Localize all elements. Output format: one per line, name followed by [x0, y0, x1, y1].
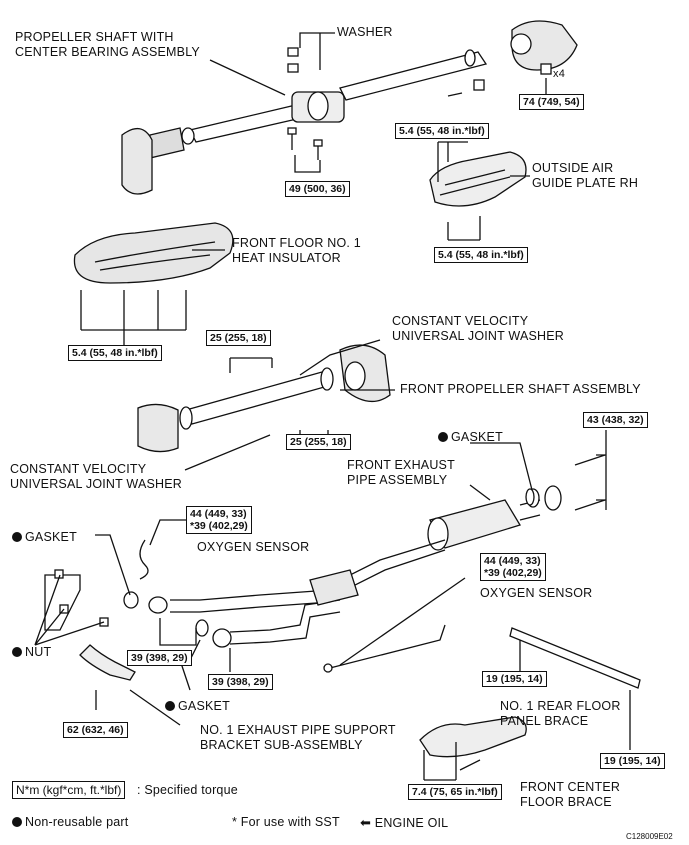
torque-44-left: 44 (449, 33) *39 (402,29): [186, 506, 252, 534]
label-x4: x4: [553, 68, 566, 80]
label-gasket-left: GASKET: [12, 530, 77, 545]
legend-engine-oil: ⬅ ENGINE OIL: [360, 815, 448, 831]
torque-44-right: 44 (449, 33) *39 (402,29): [480, 553, 546, 581]
label-text: GASKET: [178, 699, 230, 713]
front-center-brace-drawing: [419, 716, 527, 758]
label-line: UNIVERSAL JOINT WASHER: [10, 477, 183, 491]
torque-74: 74 (749, 54): [519, 94, 584, 110]
torque-line: 44 (449, 33): [190, 508, 247, 520]
torque-43: 43 (438, 32): [583, 412, 648, 428]
legend-sst: * For use with SST: [232, 815, 340, 829]
non-reusable-dot-icon: [12, 817, 22, 827]
label-line: UNIVERSAL JOINT WASHER: [392, 329, 565, 343]
torque-5-4-guide-bottom: 5.4 (55, 48 in.*lbf): [434, 247, 528, 263]
label-nut: NUT: [12, 645, 51, 660]
torque-25-bottom: 25 (255, 18): [286, 434, 351, 450]
label-line: CONSTANT VELOCITY: [392, 314, 529, 328]
propeller-shaft-drawing: [121, 20, 578, 195]
torque-line: *39 (402,29): [190, 520, 248, 532]
torque-39-left: 39 (398, 29): [127, 650, 192, 666]
label-rear-floor-brace: NO. 1 REAR FLOOR PANEL BRACE: [500, 699, 621, 729]
torque-7-4: 7.4 (75, 65 in.*lbf): [408, 784, 502, 800]
label-gasket-right: GASKET: [438, 430, 503, 445]
heat-insulator-drawing: [73, 222, 234, 284]
label-line: HEAT INSULATOR: [232, 251, 341, 265]
torque-25-top: 25 (255, 18): [206, 330, 271, 346]
exhaust-pipe-drawing: [139, 454, 606, 673]
non-reusable-dot-icon: [12, 647, 22, 657]
label-text: GASKET: [451, 430, 503, 444]
torque-line: *39 (402,29): [484, 567, 542, 579]
legend-non-reusable: Non-reusable part: [12, 815, 128, 830]
torque-5-4-insulator: 5.4 (55, 48 in.*lbf): [68, 345, 162, 361]
label-oxygen-sensor-right: OXYGEN SENSOR: [480, 586, 593, 600]
label-front-propeller-shaft: FRONT PROPELLER SHAFT ASSEMBLY: [400, 382, 641, 396]
label-support-bracket: NO. 1 EXHAUST PIPE SUPPORT BRACKET SUB-A…: [200, 723, 396, 753]
torque-5-4-guide-top: 5.4 (55, 48 in.*lbf): [395, 123, 489, 139]
diagram-code: C128009E02: [626, 832, 673, 841]
label-text: NUT: [25, 645, 52, 659]
support-bracket-drawing: [44, 569, 136, 681]
non-reusable-dot-icon: [438, 432, 448, 442]
label-cv-washer-left: CONSTANT VELOCITY UNIVERSAL JOINT WASHER: [10, 462, 182, 492]
torque-19-left: 19 (195, 14): [482, 671, 547, 687]
legend-unit-text: : Specified torque: [137, 783, 238, 797]
label-line: PANEL BRACE: [500, 714, 589, 728]
torque-62: 62 (632, 46): [63, 722, 128, 738]
label-line: FLOOR BRACE: [520, 795, 612, 809]
legend-text: Non-reusable part: [25, 815, 129, 829]
label-line: FRONT FLOOR NO. 1: [232, 236, 361, 250]
label-cv-washer-top: CONSTANT VELOCITY UNIVERSAL JOINT WASHER: [392, 314, 564, 344]
label-line: BRACKET SUB-ASSEMBLY: [200, 738, 363, 752]
torque-line: 44 (449, 33): [484, 555, 541, 567]
label-line: NO. 1 REAR FLOOR: [500, 699, 621, 713]
label-line: CENTER BEARING ASSEMBLY: [15, 45, 200, 59]
torque-39-right: 39 (398, 29): [208, 674, 273, 690]
label-line: NO. 1 EXHAUST PIPE SUPPORT: [200, 723, 396, 737]
label-gasket-bottom: GASKET: [165, 699, 230, 714]
label-line: CONSTANT VELOCITY: [10, 462, 147, 476]
label-line: PIPE ASSEMBLY: [347, 473, 448, 487]
label-propeller-shaft: PROPELLER SHAFT WITH CENTER BEARING ASSE…: [15, 30, 200, 60]
label-front-exhaust-pipe: FRONT EXHAUST PIPE ASSEMBLY: [347, 458, 455, 488]
label-front-center-brace: FRONT CENTER FLOOR BRACE: [520, 780, 620, 810]
non-reusable-dot-icon: [12, 532, 22, 542]
non-reusable-dot-icon: [165, 701, 175, 711]
label-oxygen-sensor-left: OXYGEN SENSOR: [197, 540, 310, 554]
label-line: FRONT EXHAUST: [347, 458, 455, 472]
rear-floor-brace-drawing: [509, 627, 641, 689]
torque-49: 49 (500, 36): [285, 181, 350, 197]
label-line: OUTSIDE AIR: [532, 161, 614, 175]
legend-text: ENGINE OIL: [374, 816, 449, 830]
torque-19-right: 19 (195, 14): [600, 753, 665, 769]
label-text: GASKET: [25, 530, 77, 544]
left-arrow-icon: ⬅: [360, 815, 372, 830]
air-guide-plate-drawing: [429, 151, 527, 207]
legend-unit-box: N*m (kgf*cm, ft.*lbf): [12, 781, 126, 799]
front-propeller-shaft-drawing: [137, 344, 391, 453]
label-line: FRONT CENTER: [520, 780, 621, 794]
label-washer: WASHER: [337, 25, 393, 39]
label-line: GUIDE PLATE RH: [532, 176, 639, 190]
label-outside-air-guide: OUTSIDE AIR GUIDE PLATE RH: [532, 161, 638, 191]
label-front-floor-insulator: FRONT FLOOR NO. 1 HEAT INSULATOR: [232, 236, 361, 266]
label-line: PROPELLER SHAFT WITH: [15, 30, 174, 44]
